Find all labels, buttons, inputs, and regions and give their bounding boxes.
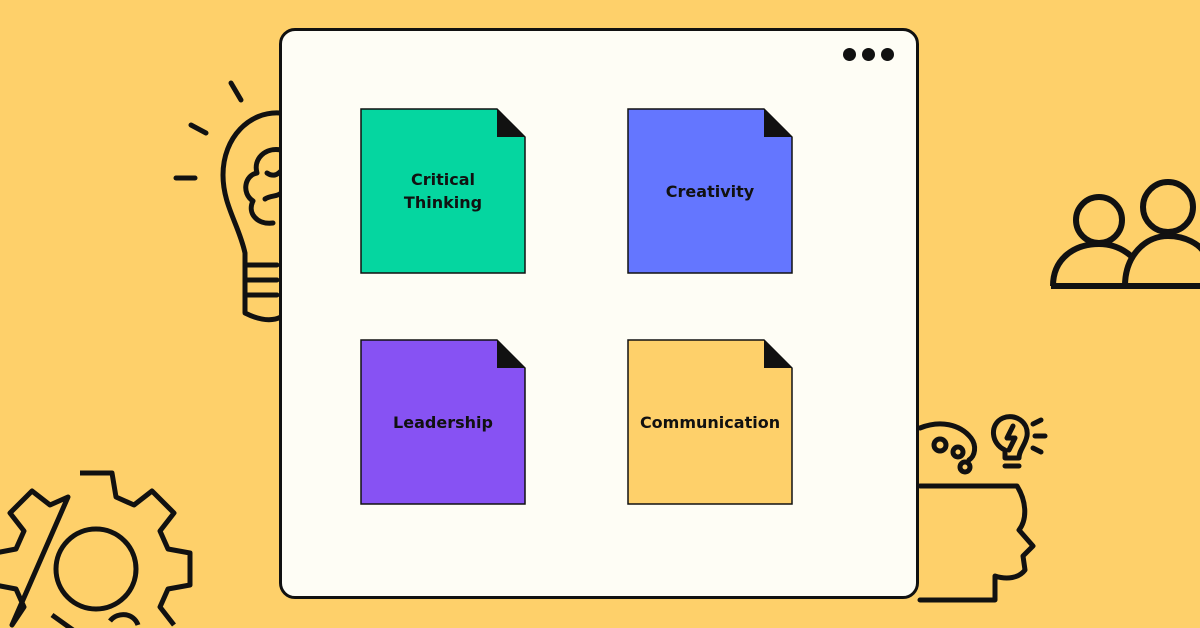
people-icon	[1050, 179, 1200, 289]
note-label: Critical Thinking	[403, 170, 483, 212]
dot	[862, 48, 875, 61]
browser-window: Critical Thinking Creativity Leadership …	[279, 28, 919, 599]
note-creativity[interactable]: Creativity	[627, 108, 793, 274]
note-critical-thinking[interactable]: Critical Thinking	[360, 108, 526, 274]
note-communication[interactable]: Communication	[627, 339, 793, 505]
lightbulb-brain-icon	[173, 80, 284, 323]
three-dots-icon[interactable]	[843, 48, 894, 61]
note-leadership[interactable]: Leadership	[360, 339, 526, 505]
note-label: Creativity	[665, 181, 755, 201]
note-label: Leadership	[393, 412, 493, 432]
head-ideas-icon	[917, 414, 1048, 603]
dot	[843, 48, 856, 61]
note-label: Communication	[639, 412, 781, 432]
gear-wrench-icon	[0, 470, 193, 628]
dot	[881, 48, 894, 61]
